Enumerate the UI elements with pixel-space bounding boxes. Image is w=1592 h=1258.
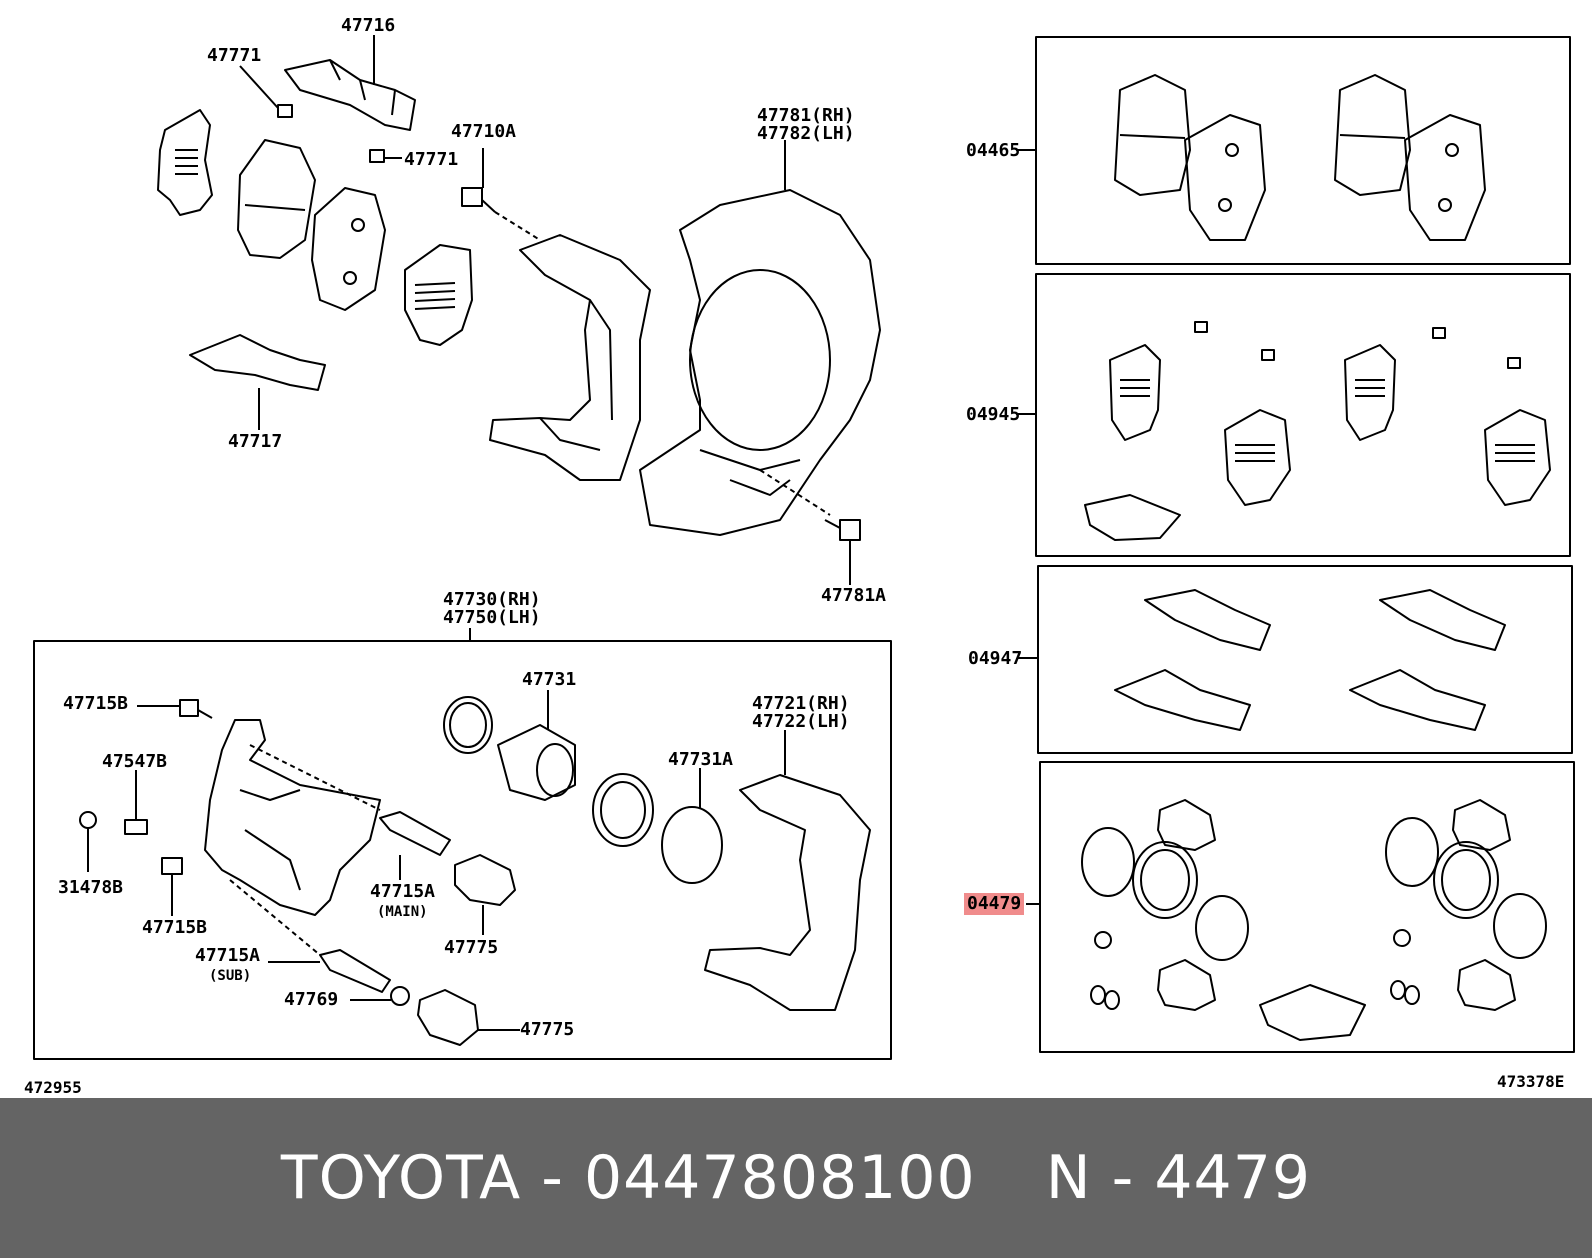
kit-04479-frame [1039, 761, 1575, 1053]
part-label-31478b[interactable]: 31478B [58, 877, 124, 898]
part-label-47731[interactable]: 47731 [522, 669, 577, 690]
part-label-47722-lh[interactable]: 47722(LH) [752, 711, 850, 732]
part-label-47715b[interactable]: 47715B [63, 693, 129, 714]
part-label-47771[interactable]: 47771 [207, 45, 262, 66]
kit-label-04947[interactable]: 04947 [968, 648, 1023, 669]
part-label-47715a-main[interactable]: 47715A [370, 881, 436, 902]
part-label-47716[interactable]: 47716 [341, 15, 396, 36]
diagram-code-right: 473378E [1497, 1072, 1565, 1091]
sub-note: (SUB) [209, 968, 252, 984]
part-label-47775[interactable]: 47775 [520, 1019, 575, 1040]
kit-04947-frame [1037, 565, 1573, 754]
kit-label-04945[interactable]: 04945 [966, 404, 1021, 425]
part-label-47769[interactable]: 47769 [284, 989, 339, 1010]
kit-label-04465[interactable]: 04465 [966, 140, 1021, 161]
part-label-47547b[interactable]: 47547B [102, 751, 168, 772]
part-label-47775[interactable]: 47775 [444, 937, 499, 958]
brand-part-number: TOYOTA - 0447808100 [280, 1143, 976, 1213]
diagram-code-left: 472955 [24, 1078, 82, 1097]
part-label-47731a[interactable]: 47731A [668, 749, 734, 770]
parts-diagram: 47716 47771 47771 47710A 47781(RH) 47782… [24, 15, 1575, 1097]
part-label-47710a[interactable]: 47710A [451, 121, 517, 142]
assembly-label-47750-lh[interactable]: 47750(LH) [443, 607, 541, 628]
part-label-47771[interactable]: 47771 [404, 149, 459, 170]
kit-label-04479-highlighted[interactable]: 04479 [964, 893, 1025, 915]
caliper-assembly-frame [33, 640, 892, 1060]
part-label-47717[interactable]: 47717 [228, 431, 283, 452]
part-label-47721-rh[interactable]: 47721(RH) [752, 693, 850, 714]
part-label-47782-lh[interactable]: 47782(LH) [757, 123, 855, 144]
part-number-banner: TOYOTA - 0447808100 N - 4479 [0, 1098, 1592, 1258]
part-label-47715b[interactable]: 47715B [142, 917, 208, 938]
reference-number: N - 4479 [1045, 1143, 1312, 1213]
diagram-drawing [33, 35, 1575, 1060]
kit-04945-frame [1035, 273, 1571, 557]
part-label-47781a[interactable]: 47781A [821, 585, 887, 606]
part-label-47781-rh[interactable]: 47781(RH) [757, 105, 855, 126]
main-note: (MAIN) [377, 904, 428, 920]
part-label-47715a-sub[interactable]: 47715A [195, 945, 261, 966]
assembly-label-47730-rh[interactable]: 47730(RH) [443, 589, 541, 610]
